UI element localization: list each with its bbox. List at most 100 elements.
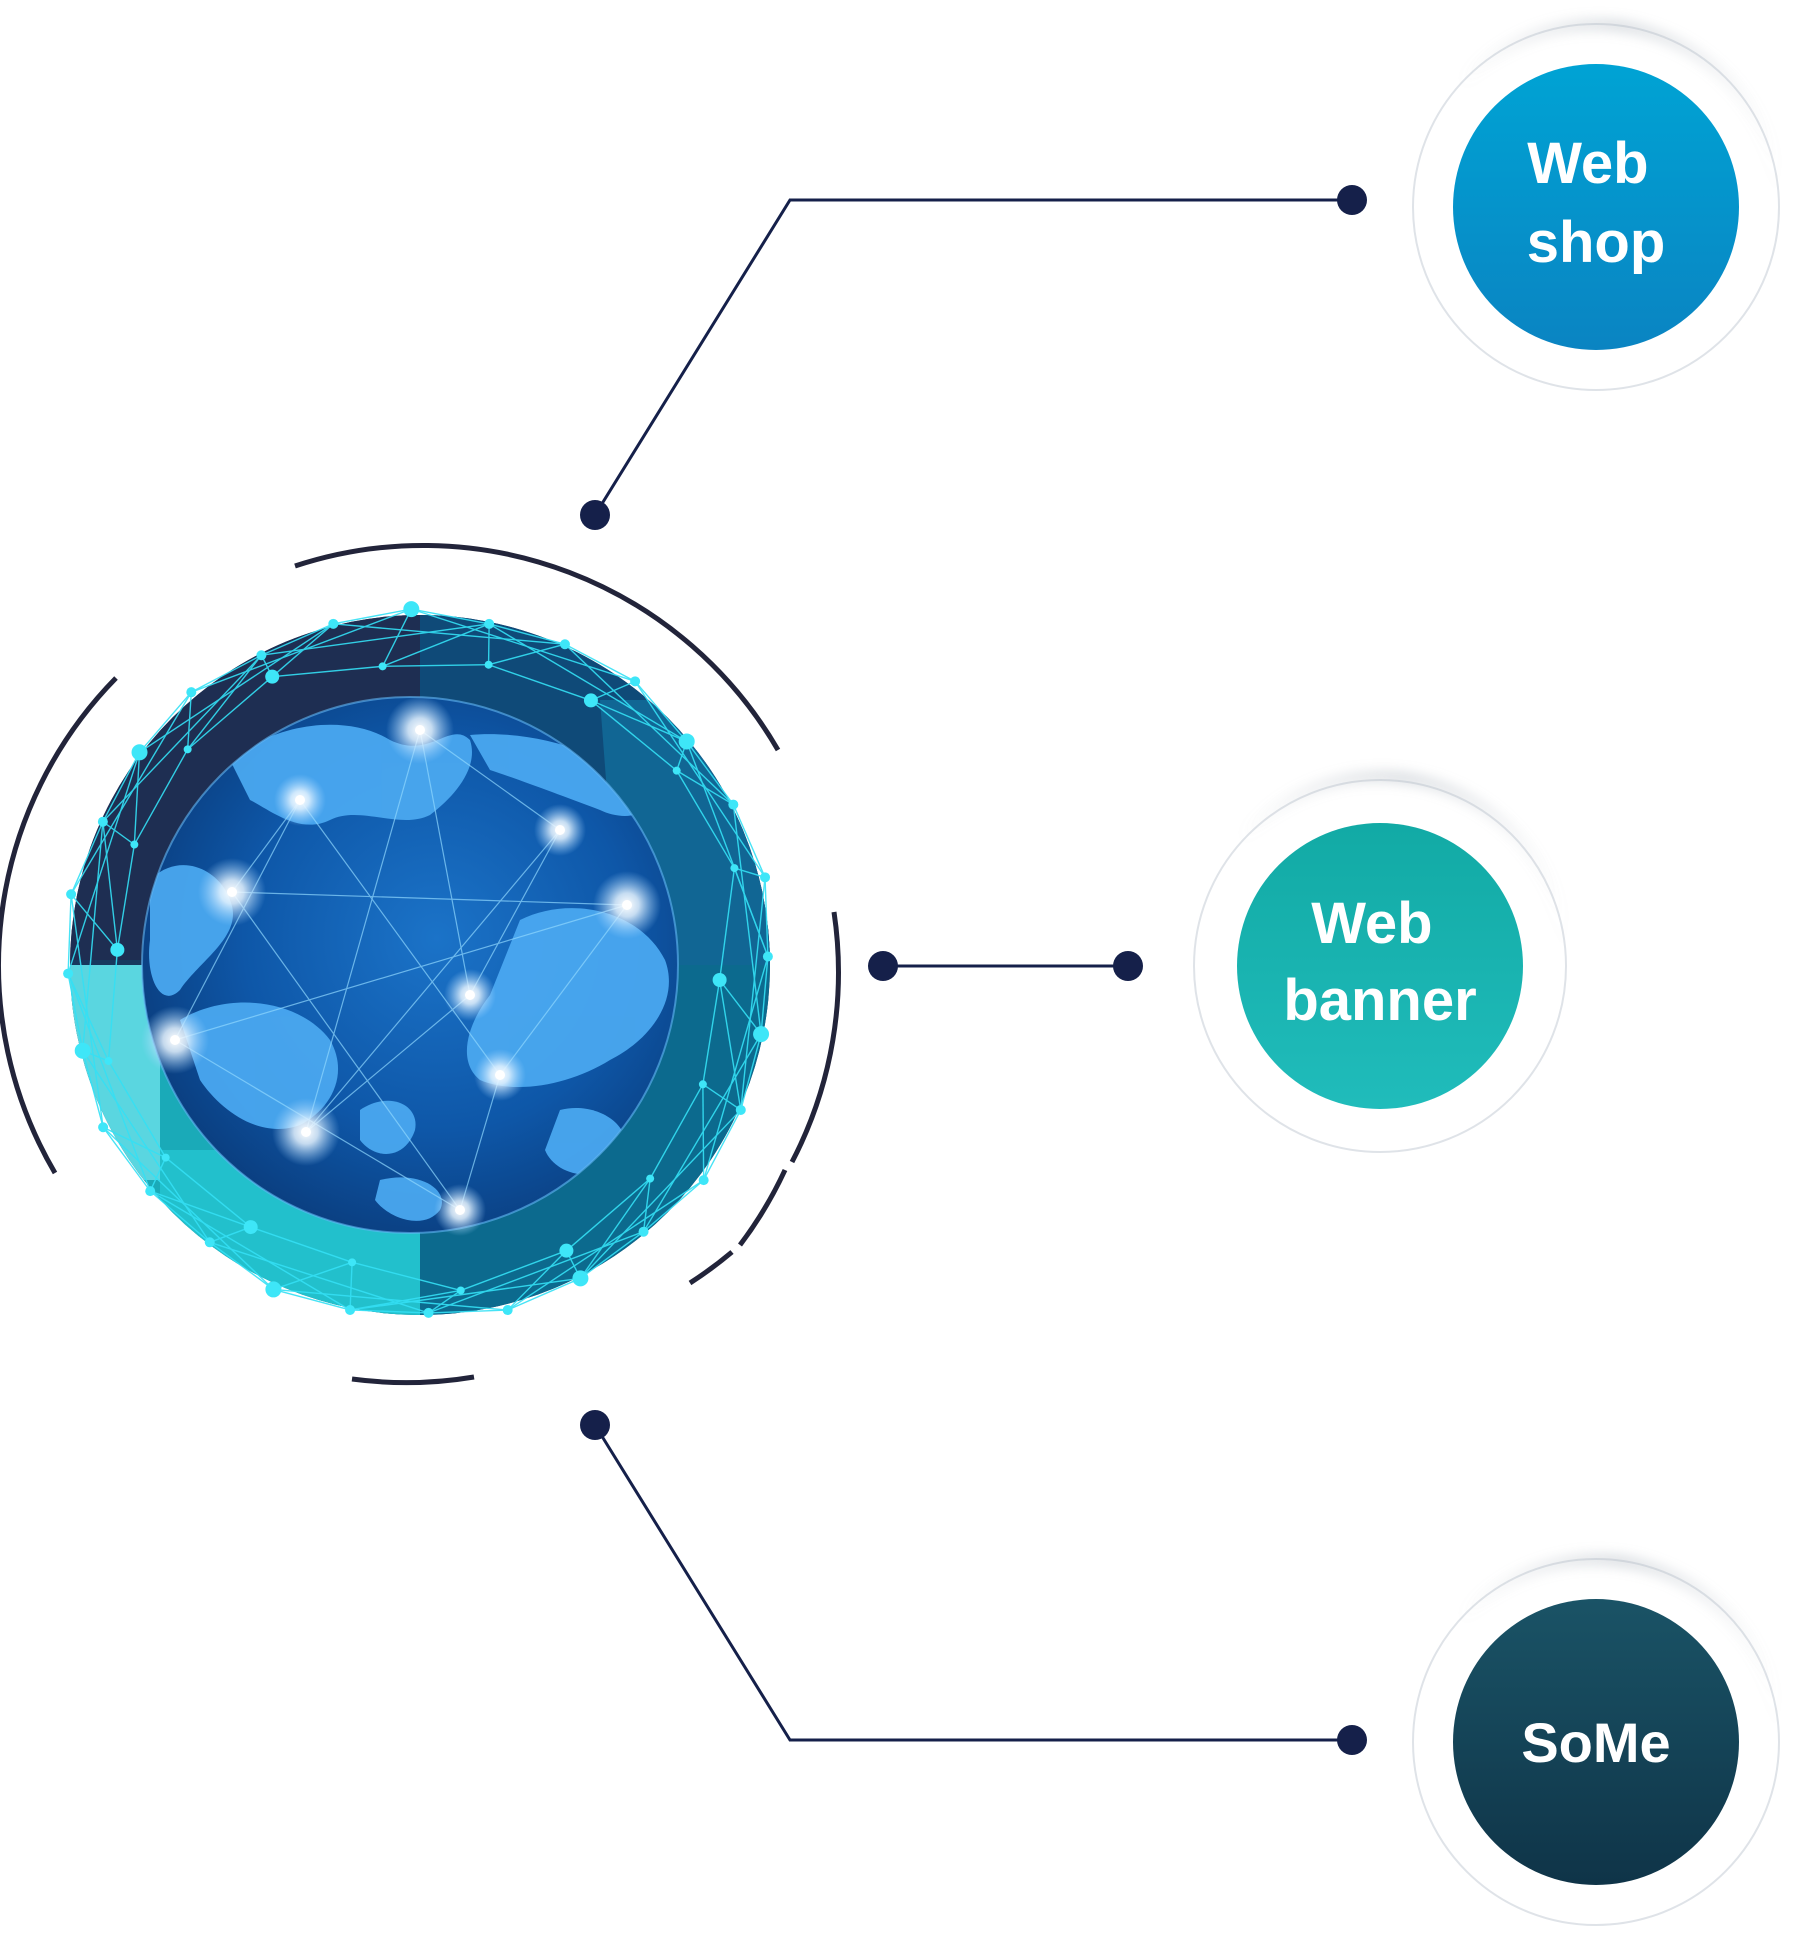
network-mesh — [67, 608, 769, 1314]
node-some-line-1: SoMe — [1521, 1711, 1670, 1774]
mesh-line — [411, 608, 636, 683]
mesh-line — [676, 770, 734, 806]
mesh-line — [67, 973, 84, 1051]
mesh-line — [107, 949, 119, 1062]
mesh-line — [428, 1231, 644, 1314]
mesh-line — [349, 1277, 581, 1311]
network-node — [638, 1226, 649, 1237]
connector-dot — [1337, 1725, 1367, 1755]
node-web-banner[interactable]: Web banner — [1193, 771, 1572, 1153]
city-light-core — [622, 900, 632, 910]
mesh-line — [642, 1178, 651, 1232]
mesh-line — [580, 1231, 644, 1279]
city-light-core — [555, 825, 565, 835]
network-node — [265, 669, 280, 684]
network-node — [74, 1042, 91, 1059]
network-node — [403, 601, 420, 618]
mesh-line — [116, 844, 136, 950]
mesh-line — [102, 751, 141, 823]
network-node — [378, 662, 387, 671]
network-node — [98, 1122, 109, 1133]
mesh-line — [686, 741, 734, 805]
network-nodes — [63, 601, 773, 1318]
node-web-shop-line-2: shop — [1527, 210, 1666, 275]
mesh-line — [261, 623, 490, 656]
mesh-line — [349, 1262, 353, 1311]
network-node — [63, 968, 74, 979]
connector-some — [580, 1410, 1367, 1755]
mesh-line — [272, 665, 383, 678]
node-web-shop[interactable]: Web shop — [1412, 19, 1784, 391]
mesh-line — [349, 1289, 461, 1311]
city-light-core — [495, 1070, 505, 1080]
mesh-line — [381, 608, 412, 667]
network-node — [712, 972, 727, 987]
mesh-line — [634, 680, 688, 742]
city-light-core — [415, 725, 425, 735]
mesh-line — [564, 643, 636, 682]
mesh-line — [209, 1241, 429, 1314]
mesh-line — [174, 904, 628, 1041]
network-node — [760, 872, 771, 883]
network-node — [502, 1305, 513, 1316]
mesh-line — [138, 691, 192, 753]
network-node — [104, 1057, 113, 1066]
mesh-line — [350, 1309, 429, 1314]
mesh-line — [333, 608, 412, 625]
mesh-line — [67, 973, 151, 1192]
network-node — [559, 639, 570, 650]
mesh-line — [133, 749, 189, 845]
mesh-line — [273, 1261, 353, 1291]
network-node — [762, 951, 773, 962]
mesh-line — [187, 676, 273, 750]
mesh-line — [70, 821, 104, 895]
mesh-line — [70, 691, 192, 895]
mesh-line — [231, 891, 628, 906]
mesh-line — [488, 664, 592, 702]
mesh-line — [305, 829, 561, 1133]
mesh-line — [102, 1126, 151, 1192]
network-node — [145, 1186, 156, 1197]
city-light-core — [465, 990, 475, 1000]
mesh-line — [209, 1226, 251, 1243]
mesh-line — [732, 804, 766, 878]
mesh-line — [507, 1179, 705, 1311]
network-node — [698, 1175, 709, 1186]
mesh-line — [740, 1033, 762, 1111]
mesh-line — [419, 729, 471, 996]
network-node — [186, 687, 197, 698]
node-some-label: SoMe — [1521, 1711, 1670, 1774]
city-light-core — [170, 1035, 180, 1045]
node-some[interactable]: SoMe — [1412, 1554, 1784, 1926]
network-node — [131, 744, 148, 761]
mesh-line — [82, 1050, 104, 1128]
network-node — [97, 816, 108, 827]
network-node — [110, 942, 125, 957]
network-node — [646, 1174, 655, 1183]
mesh-line — [273, 1288, 508, 1311]
mesh-line — [719, 979, 762, 1035]
ring-arc — [688, 1250, 734, 1286]
mesh-line — [740, 877, 766, 1111]
network-node — [730, 864, 739, 873]
network-node — [672, 766, 681, 775]
mesh-line — [676, 770, 735, 869]
mesh-line — [102, 821, 119, 950]
network-node — [161, 1153, 170, 1162]
mesh-line — [67, 894, 72, 974]
node-web-banner-label: Web banner — [1283, 891, 1476, 1033]
network-node — [572, 1270, 589, 1287]
mesh-line — [428, 1309, 508, 1314]
node-web-shop-label: Web shop — [1527, 131, 1666, 275]
node-web-banner-line-2: banner — [1283, 968, 1476, 1033]
mesh-line — [734, 867, 766, 879]
connector-dot — [580, 500, 610, 530]
mesh-line — [564, 643, 734, 806]
mesh-line — [209, 1241, 274, 1290]
mesh-line — [764, 877, 769, 957]
connector-dot — [1113, 951, 1143, 981]
mesh-line — [67, 973, 110, 1062]
mesh-line — [487, 623, 490, 665]
network-globe-icon — [63, 601, 773, 1318]
network-node — [183, 745, 192, 754]
